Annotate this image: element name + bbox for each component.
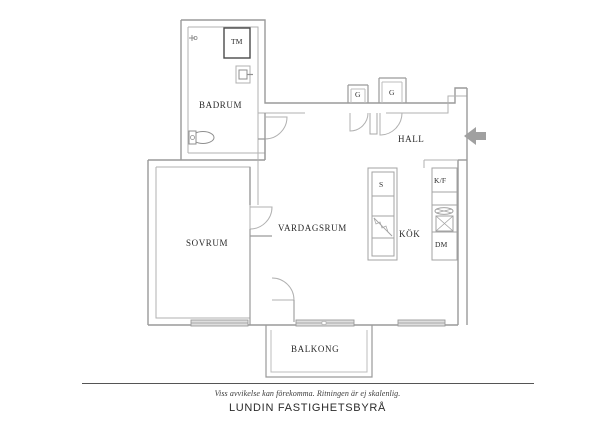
room-label-kok: KÖK (399, 229, 421, 239)
fixture-label-stove: S (379, 180, 384, 189)
washing-machine-box (223, 27, 251, 59)
footer-divider (82, 383, 534, 384)
toilet-flush (190, 135, 195, 140)
fixture-label-wardrobe-1: G (355, 90, 361, 99)
bathroom-basin-inner (238, 69, 248, 80)
room-label-hall: HALL (398, 134, 425, 144)
windows (190, 319, 446, 327)
wardrobes (347, 77, 407, 136)
room-label-vardagsrum: VARDAGSRUM (278, 223, 347, 233)
window-vardagsrum-right (397, 319, 446, 327)
window-vardagsrum-left (295, 319, 355, 327)
window-sovrum (190, 319, 249, 327)
fixture-label-washing-machine: TM (231, 37, 243, 46)
room-label-sovrum: SOVRUM (186, 238, 229, 248)
room-label-badrum: BADRUM (199, 100, 243, 110)
bathroom-fixtures (188, 27, 253, 145)
toilet-cistern (188, 130, 197, 145)
fixture-label-fridge-freezer: K/F (434, 176, 447, 185)
bathroom-floor-drain (193, 36, 198, 41)
balcony-outline (265, 325, 373, 378)
room-label-balkong: BALKONG (291, 344, 340, 354)
kitchen-counter-run (367, 167, 398, 261)
footer-brand-name: LUNDIN FASTIGHETSBYRÅ (228, 402, 387, 414)
arrow-left-icon (464, 127, 486, 145)
kitchen-appliance-run (431, 167, 458, 261)
door-swings (249, 116, 295, 325)
footer-disclaimer: Viss avvikelse kan förekomma. Ritningen … (214, 389, 401, 398)
fixture-label-dishwasher: DM (435, 240, 448, 249)
fixture-label-wardrobe-2: G (389, 88, 395, 97)
wall-outlines (147, 19, 468, 326)
